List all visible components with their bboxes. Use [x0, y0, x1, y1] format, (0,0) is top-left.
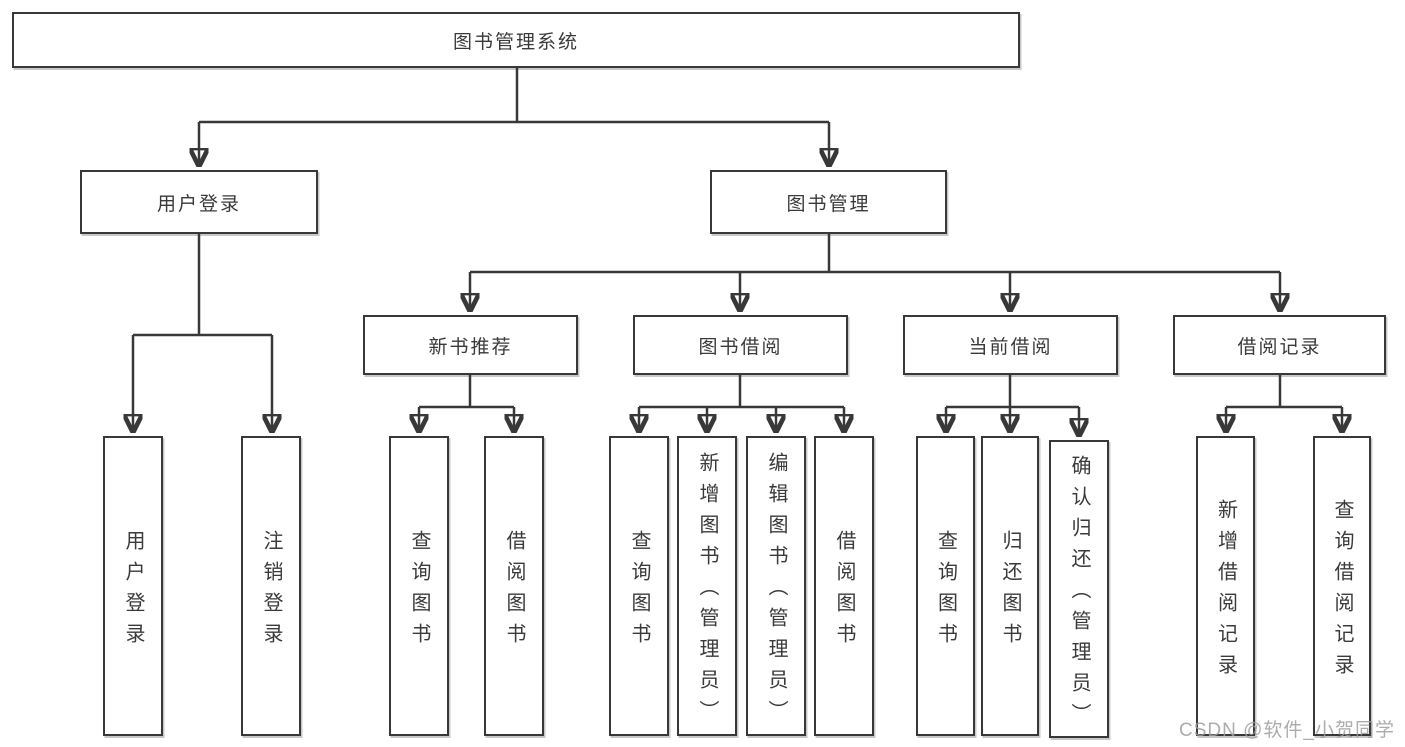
node-records-query-record: 查询借阅记录 [1313, 436, 1371, 736]
node-records-add-record-label: 新增借阅记录 [1214, 498, 1237, 685]
node-new-book-recommend: 新书推荐 [363, 315, 578, 375]
node-current-confirm-return-label: 确认归还（管理员） [1068, 455, 1090, 734]
node-records-query-record-label: 查询借阅记录 [1331, 498, 1353, 685]
node-current-query-books-label: 查询图书 [934, 529, 957, 654]
node-borrow-edit-books: 编辑图书（管理员） [746, 436, 806, 736]
node-records-add-record: 新增借阅记录 [1196, 436, 1255, 736]
node-recommend-borrow-books-label: 借阅图书 [503, 529, 525, 654]
node-borrow-edit-books-label: 编辑图书（管理员） [765, 452, 787, 731]
node-recommend-query-books: 查询图书 [389, 436, 449, 736]
node-current-query-books: 查询图书 [916, 436, 975, 736]
node-borrow-add-books-label: 新增图书（管理员） [696, 452, 718, 731]
node-book-borrow-label: 图书借阅 [698, 336, 783, 358]
node-book-management-label: 图书管理 [786, 193, 871, 215]
node-recommend-query-books-label: 查询图书 [408, 529, 430, 654]
node-login: 用户登录 [103, 436, 163, 736]
node-current-borrow: 当前借阅 [903, 315, 1118, 375]
node-current-borrow-label: 当前借阅 [968, 336, 1053, 358]
node-borrow-borrow-books-label: 借阅图书 [833, 529, 855, 654]
node-logout: 注销登录 [241, 436, 301, 736]
node-user-login: 用户登录 [80, 170, 318, 234]
node-root-label: 图书管理系统 [452, 31, 579, 53]
node-logout-label: 注销登录 [260, 529, 282, 654]
node-book-management: 图书管理 [710, 170, 947, 234]
node-recommend-borrow-books: 借阅图书 [484, 436, 544, 736]
node-current-return-books: 归还图书 [981, 436, 1039, 736]
node-borrow-query-books-label: 查询图书 [628, 529, 650, 654]
node-new-book-recommend-label: 新书推荐 [428, 336, 513, 358]
node-root: 图书管理系统 [12, 12, 1020, 68]
node-login-label: 用户登录 [122, 529, 144, 654]
watermark: CSDN @软件_小贺同学 [1179, 720, 1395, 741]
node-book-borrow: 图书借阅 [633, 315, 848, 375]
node-user-login-label: 用户登录 [156, 193, 241, 215]
node-current-confirm-return: 确认归还（管理员） [1049, 440, 1109, 738]
node-borrow-records-label: 借阅记录 [1237, 336, 1322, 358]
node-borrow-add-books: 新增图书（管理员） [677, 436, 737, 736]
node-borrow-records: 借阅记录 [1173, 315, 1386, 375]
node-borrow-borrow-books: 借阅图书 [814, 436, 874, 736]
node-current-return-books-label: 归还图书 [999, 529, 1021, 654]
node-borrow-query-books: 查询图书 [609, 436, 669, 736]
